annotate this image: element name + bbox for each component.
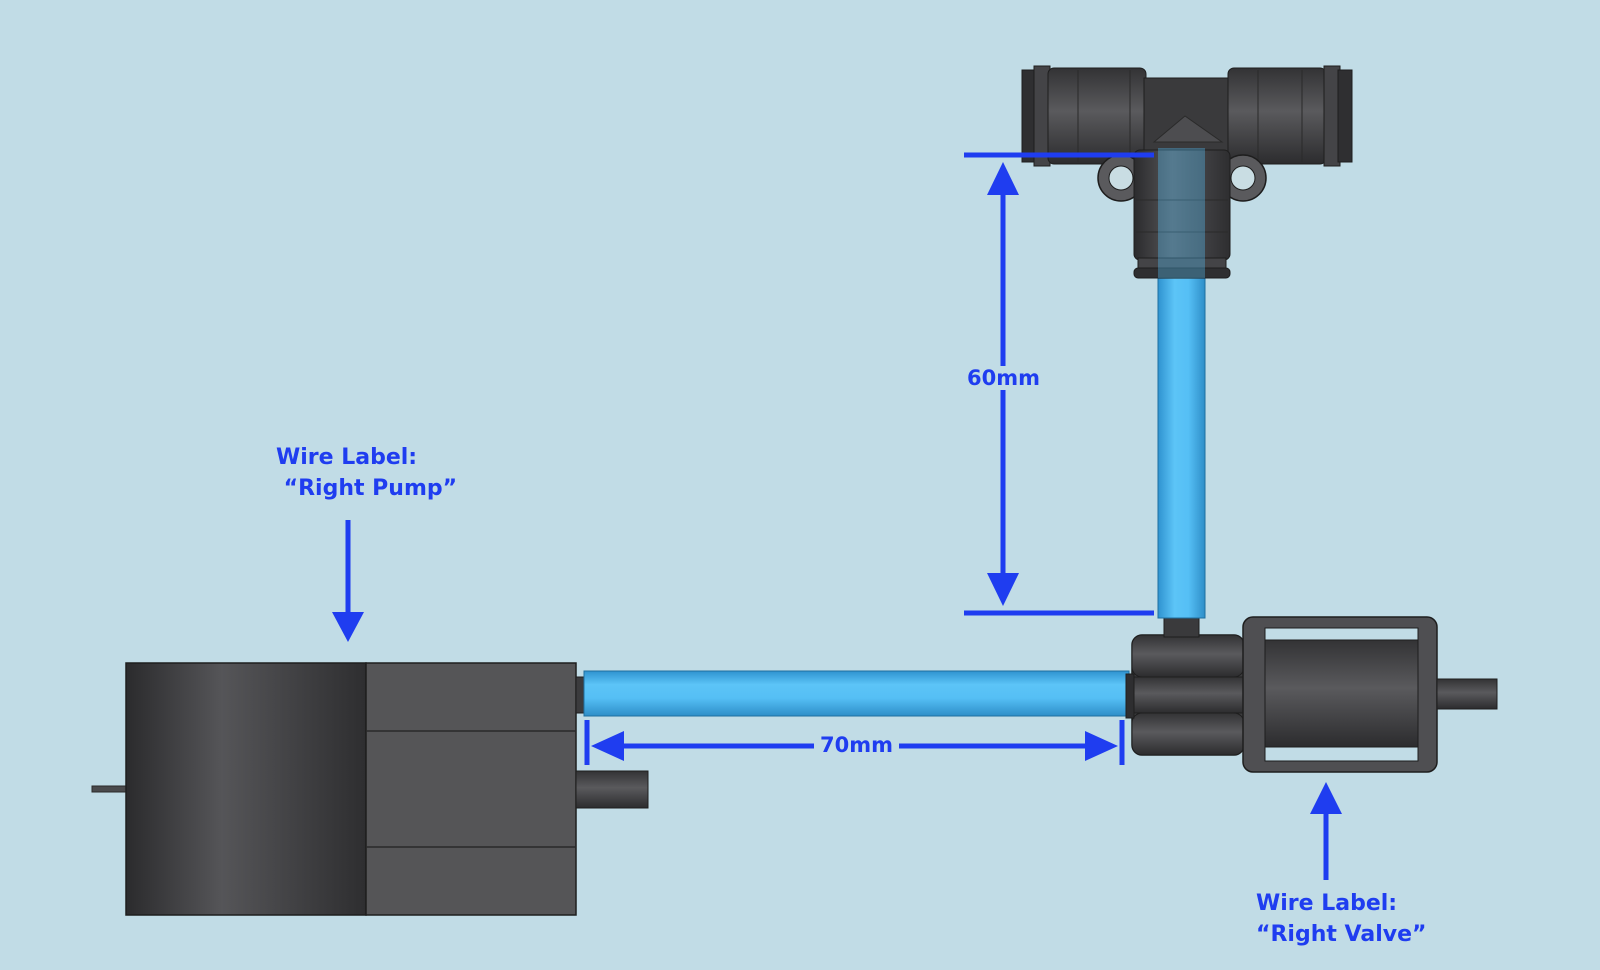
pump-label-arrowhead — [332, 612, 364, 642]
vertical-tube — [1157, 275, 1206, 619]
valve-coil — [1264, 639, 1419, 748]
pump-rear-shaft — [91, 785, 129, 793]
valve-wire-label: Wire Label: “Right Valve” — [1256, 888, 1426, 950]
pump-head — [365, 662, 577, 916]
dim-60-arrow-down — [987, 573, 1019, 606]
dim-70-arrow-left — [591, 731, 624, 761]
tee-fitting — [1021, 65, 1353, 279]
valve-outlet-port — [1436, 678, 1498, 710]
valve-label-arrowhead — [1310, 782, 1342, 814]
horizontal-tube — [583, 670, 1130, 717]
valve-wire-label-line1: Wire Label: — [1256, 891, 1398, 916]
pump-wire-label-line2: “Right Pump” — [276, 476, 458, 501]
dimension-60mm: 60mm — [961, 366, 1046, 390]
pump-wire-label: Wire Label: “Right Pump” — [276, 442, 457, 504]
dim-70-arrow-right — [1085, 731, 1118, 761]
annotations — [332, 152, 1342, 880]
dim-60-arrow-up — [987, 162, 1019, 195]
valve-wire-label-line2: “Right Valve” — [1256, 922, 1427, 947]
pump-wire-label-line1: Wire Label: — [276, 445, 418, 470]
pump-motor-can — [125, 662, 367, 916]
dimension-70mm: 70mm — [814, 733, 899, 757]
pump-inlet-port — [575, 770, 649, 809]
valve — [1125, 614, 1498, 773]
pump — [91, 662, 649, 916]
